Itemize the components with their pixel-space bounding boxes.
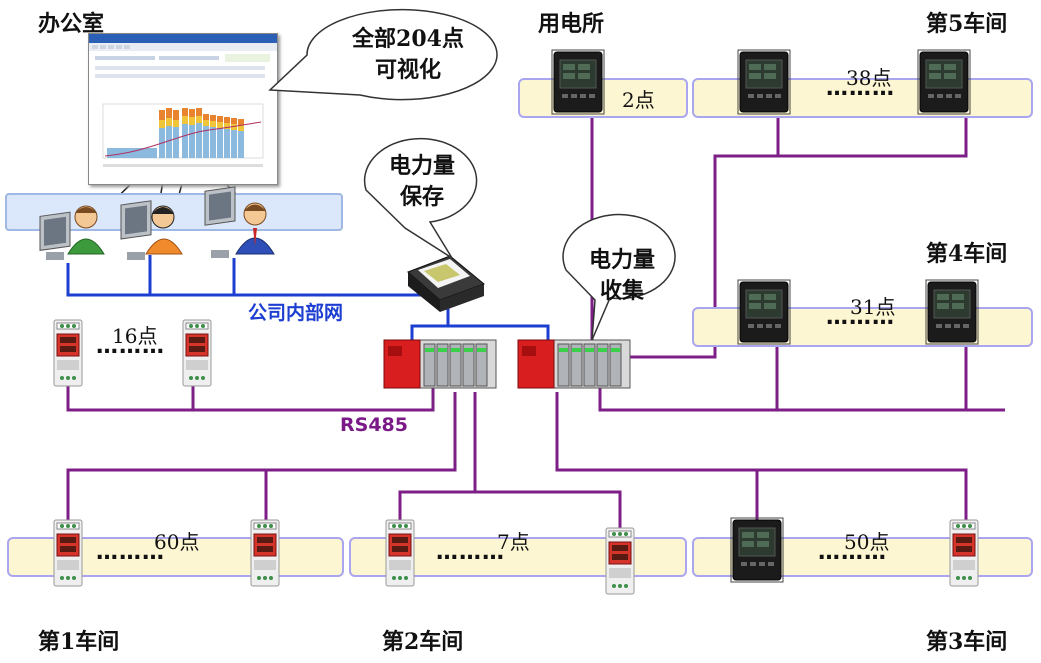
label-power-room: 用电所 [538,11,605,37]
label-workshop4: 第4车间 [926,241,1008,267]
label-workshop2: 第2车间 [382,629,464,655]
count-workshop5: 38点 [846,66,892,90]
dots-workshop1: ……… [96,540,165,565]
operator-terminal-1 [39,205,105,260]
operator-terminal-2 [120,200,183,260]
bubble-visualize-line1: 全部204点 [352,26,464,52]
bubble-visualize-shape [268,8,498,101]
monitoring-chart [89,34,277,167]
dots-workshop4: ……… [826,305,895,330]
count-workshop3: 50点 [844,530,890,554]
count-workshop4: 31点 [850,295,896,319]
bubble-visualize: 全部204点 可视化 [312,21,504,91]
bubble-save-line2: 保存 [399,184,444,210]
label-network: 公司内部网 [248,302,344,324]
count-rs485-line: 16点 [112,324,158,348]
dots-rs485-line: ……… [96,334,165,359]
bubble-save-shape [363,137,478,259]
bubble-collect: 电力量 收集 [566,244,678,314]
plc-left [383,339,497,389]
bubble-collect-line2: 收集 [599,278,644,304]
bubble-save: 电力量 保存 [366,148,478,218]
count-workshop2: 7点 [497,530,530,554]
plc-right [517,339,631,389]
label-rs485: RS485 [340,414,408,436]
label-workshop1: 第1车间 [38,629,120,655]
dots-workshop5: ……… [826,76,895,101]
dots-workshop3: ……… [818,540,887,565]
label-office: 办公室 [38,11,105,37]
bubble-collect-shape [562,213,676,341]
dots-workshop2: ……… [436,540,505,565]
operator-terminal-3 [204,186,275,258]
count-power-room: 2点 [622,88,655,112]
monitoring-screen [88,33,278,185]
bubble-collect-line1: 电力量 [588,247,655,273]
label-workshop5: 第5车间 [926,11,1008,37]
label-workshop3: 第3车间 [926,629,1008,655]
count-workshop1: 60点 [154,530,200,554]
bubble-visualize-line2: 可视化 [374,57,441,83]
power-room-bar [518,78,688,118]
bubble-save-line1: 电力量 [388,153,455,179]
